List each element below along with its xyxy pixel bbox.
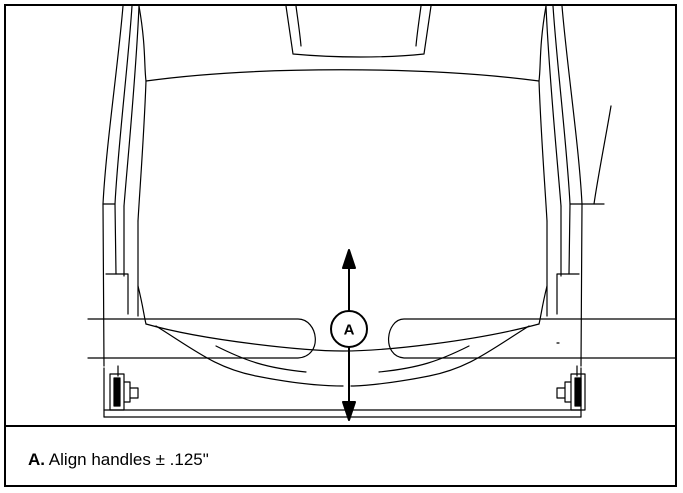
seat-cushion bbox=[145, 323, 540, 387]
backrest-upholstery bbox=[138, 6, 547, 82]
wheelchair-seat-illustration: A bbox=[87, 6, 675, 421]
caption-letter: A. bbox=[28, 450, 45, 469]
bottom-frame-bar bbox=[103, 367, 582, 418]
caption-text: Align handles ± .125" bbox=[48, 450, 209, 469]
callout-a-label: A bbox=[344, 322, 355, 339]
handle-right bbox=[388, 318, 675, 359]
dimension-arrow bbox=[342, 249, 356, 421]
caption-divider bbox=[6, 425, 675, 427]
side-frame-right bbox=[538, 6, 612, 367]
side-frame-left bbox=[102, 6, 147, 367]
callout-a: A bbox=[330, 310, 368, 348]
hardware-right bbox=[556, 365, 586, 411]
handle-left bbox=[87, 318, 316, 359]
figure-frame: A bbox=[4, 4, 677, 487]
figure-caption: A. Align handles ± .125" bbox=[28, 450, 209, 470]
hardware-left bbox=[109, 365, 139, 411]
